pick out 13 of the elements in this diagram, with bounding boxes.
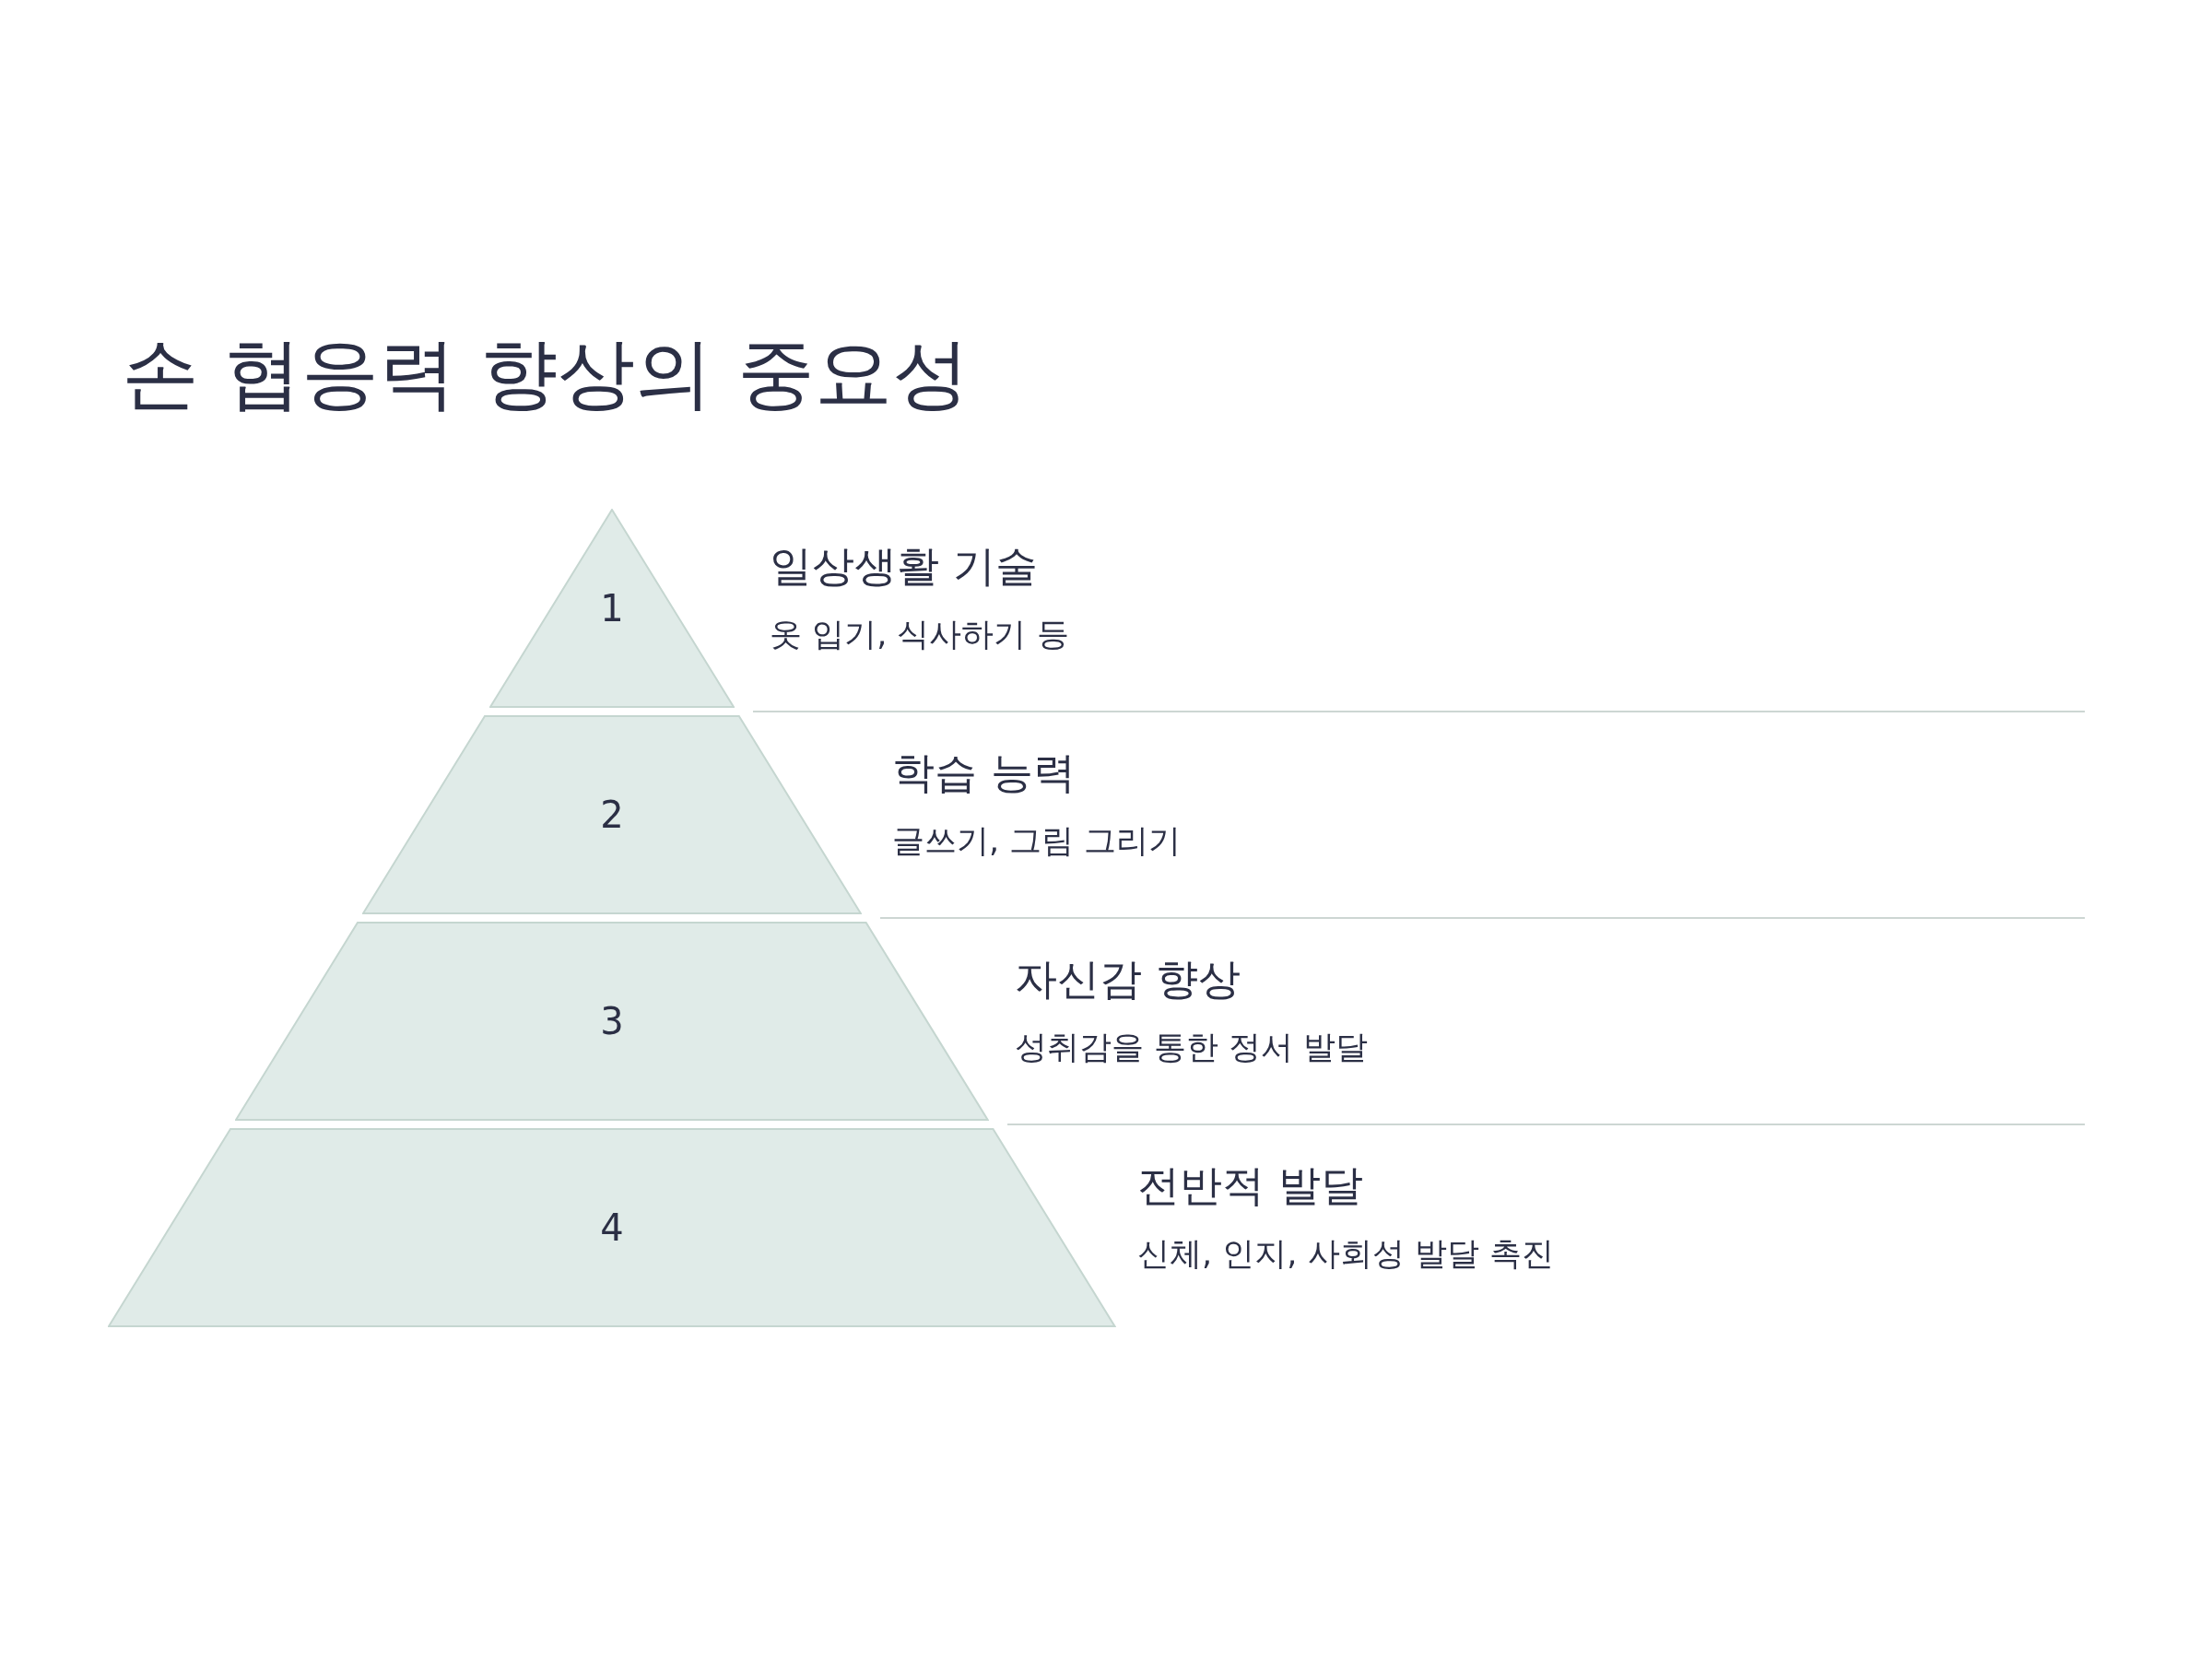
level-heading: 자신감 향상 xyxy=(1015,953,1241,1005)
level-description: 옷 입기, 식사하기 등 xyxy=(770,615,1069,654)
level-heading: 일상생활 기술 xyxy=(770,540,1038,592)
level-heading: 학습 능력 xyxy=(892,747,1076,798)
level-number: 4 xyxy=(599,1206,625,1251)
level-number: 2 xyxy=(599,793,625,838)
level-number: 1 xyxy=(599,586,625,631)
level-description: 신체, 인지, 사회성 발달 촉진 xyxy=(1137,1234,1554,1274)
title: 손 협응력 향상의 중요성 xyxy=(122,327,971,419)
level-number: 3 xyxy=(599,999,625,1044)
level-description: 글쓰기, 그림 그리기 xyxy=(892,821,1182,861)
level-description: 성취감을 통한 정서 발달 xyxy=(1015,1028,1369,1067)
level-heading: 전반적 발달 xyxy=(1137,1159,1363,1211)
